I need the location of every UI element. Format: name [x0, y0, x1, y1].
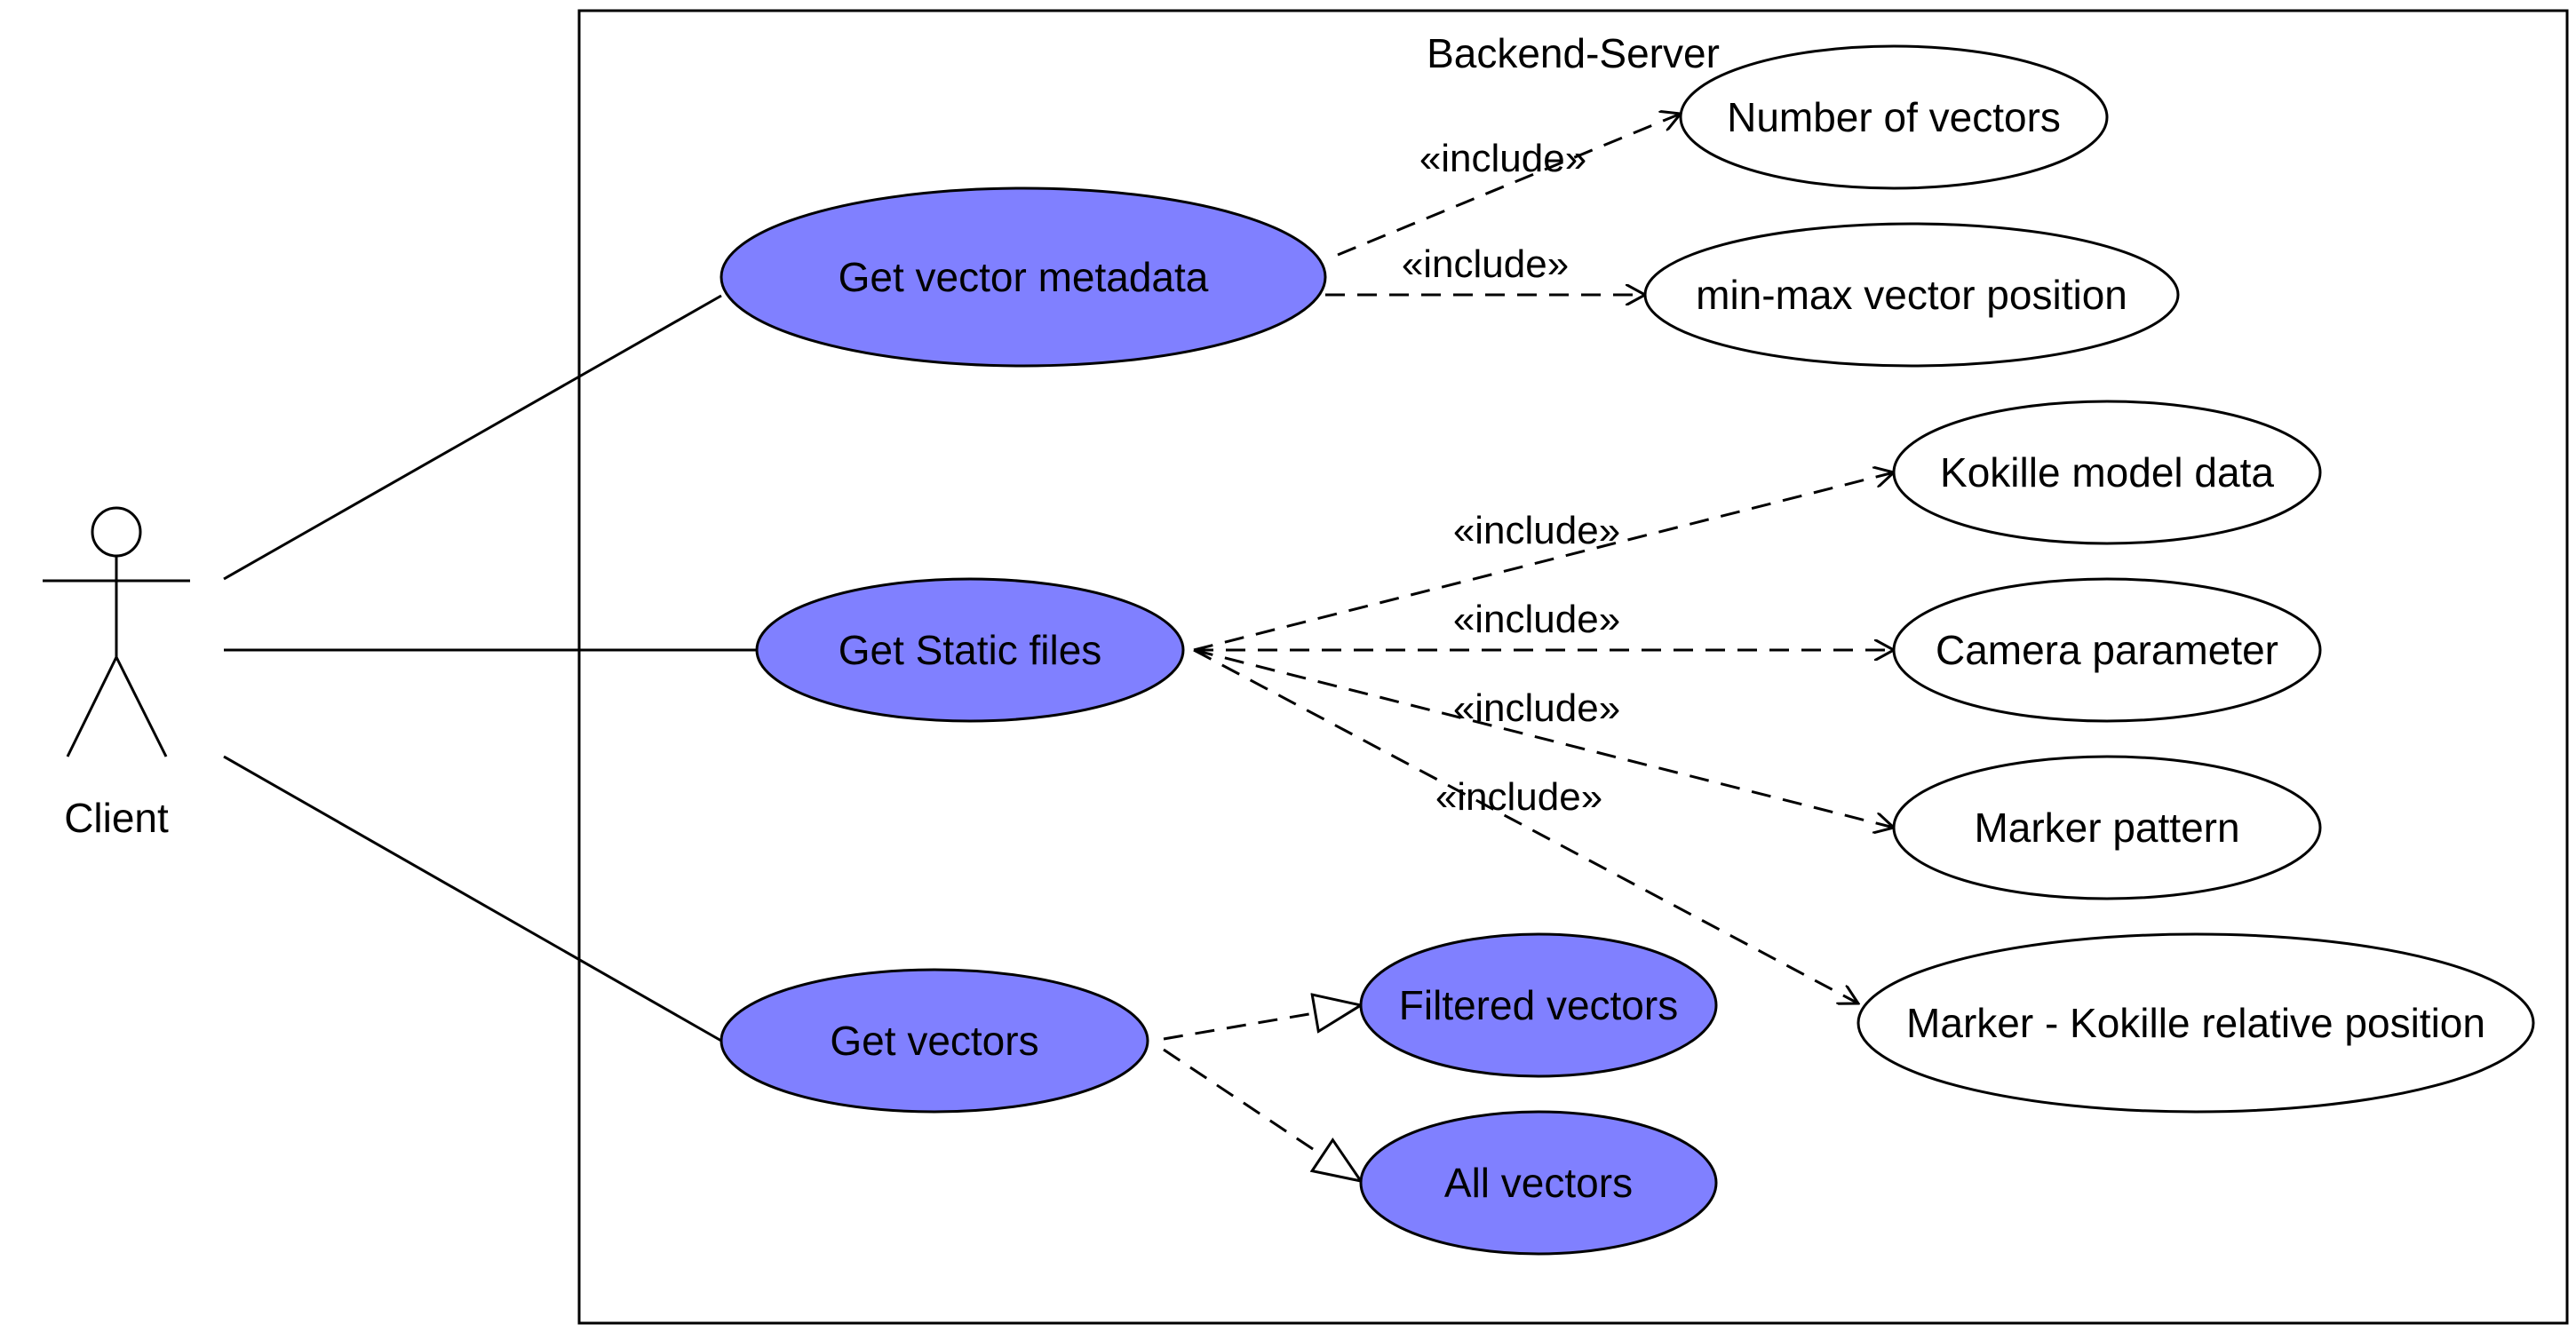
use-case-all-vectors[interactable]: All vectors	[1359, 1110, 1718, 1256]
use-case-marker-pattern[interactable]: Marker pattern	[1892, 755, 2322, 900]
include-line-marker-pattern	[1193, 648, 1894, 828]
actor-head	[91, 506, 142, 558]
association-vectors	[223, 755, 722, 1043]
use-case-label: Number of vectors	[1727, 94, 2061, 140]
include-label: «include»	[1419, 137, 1586, 180]
use-case-label: Get vector metadata	[839, 254, 1209, 300]
use-case-label: Filtered vectors	[1399, 982, 1678, 1028]
use-case-number-of-vectors[interactable]: Number of vectors	[1679, 44, 2109, 190]
use-case-label: Camera parameter	[1936, 627, 2278, 673]
use-case-marker-kokille-relative-position[interactable]: Marker - Kokille relative position	[1856, 932, 2535, 1114]
actor-right-leg	[115, 656, 168, 757]
use-case-min-max-vector-position[interactable]: min-max vector position	[1643, 222, 2180, 368]
include-label: «include»	[1453, 509, 1620, 552]
use-case-filtered-vectors[interactable]: Filtered vectors	[1359, 932, 1718, 1078]
actor-name: Client	[64, 795, 169, 841]
association-metadata	[223, 294, 722, 581]
use-case-kokille-model-data[interactable]: Kokille model data	[1892, 400, 2322, 545]
use-case-label: All vectors	[1444, 1160, 1633, 1206]
use-case-get-vector-metadata[interactable]: Get vector metadata	[720, 186, 1327, 368]
use-case-label: Marker pattern	[1974, 805, 2239, 851]
include-line-kokille-model	[1193, 472, 1894, 652]
use-case-get-static-files[interactable]: Get Static files	[755, 577, 1185, 723]
generalization-line-all	[1163, 1048, 1361, 1181]
include-label: «include»	[1453, 686, 1620, 730]
include-label: «include»	[1402, 242, 1569, 286]
use-case-get-vectors[interactable]: Get vectors	[720, 968, 1149, 1114]
use-case-label: min-max vector position	[1696, 272, 2127, 318]
use-case-label: Get vectors	[830, 1018, 1038, 1064]
use-case-camera-parameter[interactable]: Camera parameter	[1892, 577, 2322, 723]
actor-left-leg	[66, 656, 118, 757]
include-label: «include»	[1453, 598, 1620, 641]
use-case-label: Marker - Kokille relative position	[1906, 1000, 2485, 1046]
use-case-label: Get Static files	[839, 627, 1102, 673]
use-case-label: Kokille model data	[1940, 449, 2274, 496]
system-title: Backend-Server	[1427, 30, 1720, 76]
include-label: «include»	[1435, 775, 1602, 819]
actor-client[interactable]: Client	[43, 506, 190, 841]
generalization-line-filtered	[1163, 1005, 1361, 1041]
